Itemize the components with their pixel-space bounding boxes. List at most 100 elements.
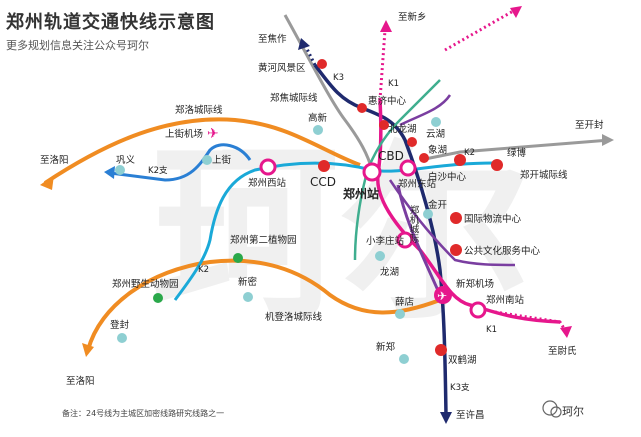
label-shangjie-airport: 上街机场 (165, 128, 203, 140)
label-xinmi: 新密 (238, 276, 258, 288)
line-k1-dotted-ne (444, 8, 516, 52)
dir-jiaozuo: 至焦作 (258, 33, 287, 45)
arrow-icon (104, 166, 115, 179)
label-line-k2c: K2 (198, 265, 209, 275)
dir-xinxiang: 至新乡 (398, 11, 427, 23)
station-hub[interactable] (259, 158, 277, 176)
label-xinzheng: 新郑 (376, 341, 396, 353)
station-dot-teal (399, 354, 409, 364)
airport-icon: ✈ (437, 289, 447, 303)
label-huiji: 惠济中心 (368, 95, 407, 107)
label-zhiwuyuan: 郑州第二植物园 (230, 234, 297, 246)
line-k1-dotted-s (494, 310, 567, 331)
station-dot-teal (423, 209, 433, 219)
label-guoji: 国际物流中心 (464, 213, 522, 225)
line-24 (353, 79, 441, 261)
label-xiedian: 薛店 (395, 296, 414, 308)
label-zhengzhouxi: 郑州西站 (248, 177, 287, 189)
airport-icon[interactable] (434, 286, 452, 304)
label-line-k3a: K3 (333, 73, 344, 83)
arrow-icon (560, 326, 572, 338)
label-xianghu: 象湖 (428, 144, 447, 156)
line-zhengkai (419, 138, 611, 162)
station-dot[interactable] (491, 159, 503, 171)
station-dot[interactable] (454, 154, 466, 166)
label-gonggong: 公共文化服务中心 (464, 245, 541, 257)
station-dot-teal (117, 333, 127, 343)
label-beilonghu: 北龙湖 (388, 123, 417, 135)
label-dongwuyuan: 郑州野生动物园 (112, 278, 179, 290)
label-line-k2b: K2支 (148, 165, 168, 176)
line-zhengluo (43, 117, 361, 185)
label-zhengzhou: 郑州站 (343, 186, 379, 201)
station-dot-teal (431, 117, 441, 127)
arrow-icon (440, 412, 452, 424)
line-k3 (313, 63, 448, 416)
label-ccd: CCD (310, 175, 336, 189)
station-dot[interactable] (379, 120, 389, 130)
label-line-zhengluo: 郑洛城际线 (175, 104, 223, 116)
station-dot[interactable] (318, 160, 330, 172)
label-shangjie: 上街 (212, 154, 232, 166)
footnote: 备注：24号线为主城区加密线路研究线路之一 (62, 409, 225, 418)
brand-label: 珂尔 (562, 405, 584, 418)
station-dot-teal (395, 309, 405, 319)
station-hub[interactable] (396, 231, 414, 249)
label-jichang: 新郑机场 (456, 278, 494, 290)
dir-xuchang: 至许昌 (456, 409, 485, 421)
line-k3-dotted (303, 44, 317, 66)
station-dot-teal (375, 251, 385, 261)
label-line-k2a: K2 (464, 148, 475, 158)
label-shuanghehu: 双鹤湖 (448, 354, 477, 366)
label-dengfeng: 登封 (110, 319, 130, 331)
airport-icon: ✈ (207, 126, 219, 142)
station-dot-teal (313, 125, 323, 135)
arrow-icon (298, 38, 310, 50)
dir-luoyang-w: 至洛阳 (40, 154, 69, 166)
label-line-zhengjiao: 郑焦城际线 (270, 92, 318, 104)
wechat-icon (542, 400, 558, 416)
label-line-k1b: K1 (486, 325, 497, 335)
label-gaoxin: 高新 (308, 112, 328, 124)
station-dot-teal (233, 253, 243, 263)
station-hub[interactable] (362, 162, 382, 182)
wechat-icon (550, 406, 562, 418)
arrow-icon (510, 6, 522, 18)
station-dot[interactable] (450, 244, 462, 256)
station-dot[interactable] (317, 59, 327, 69)
arrow-icon (380, 20, 392, 32)
label-yunhu: 云湖 (426, 129, 445, 140)
label-line-jideng: 机登洛城际线 (265, 311, 323, 323)
dir-luoyang-sw: 至洛阳 (66, 375, 95, 387)
line-k1-dotted-n (378, 29, 387, 101)
label-jinkai: 金开 (428, 199, 448, 211)
station-dot-teal (202, 155, 212, 165)
station-dot-teal (243, 292, 253, 302)
label-huanghe: 黄河风景区 (258, 62, 306, 74)
label-line-zhengkai: 郑开城际线 (520, 169, 568, 181)
station-dot[interactable] (450, 212, 462, 224)
page-title: 郑州轨道交通快线示意图 (6, 12, 215, 33)
station-dot[interactable] (435, 344, 447, 356)
station-dot[interactable] (407, 137, 417, 147)
label-baisha: 白沙中心 (428, 171, 467, 183)
arrow-icon (602, 134, 614, 146)
label-longhu: 龙湖 (380, 266, 399, 278)
label-zhengzhoudong: 郑州东站 (398, 178, 437, 190)
station-dot[interactable] (419, 153, 429, 163)
label-xiaolizhuang: 小李庄站 (366, 235, 405, 247)
station-dot[interactable] (357, 103, 367, 113)
label-line-zhengji: 郑机城际 (408, 204, 420, 244)
station-dot-teal (153, 293, 163, 303)
station-hub[interactable] (399, 159, 417, 177)
station-hub[interactable] (469, 301, 487, 319)
arrow-icon (82, 343, 94, 357)
dir-weishi: 至尉氏 (548, 345, 577, 357)
line-jideng (86, 258, 441, 351)
watermark: 珂尔 (150, 124, 530, 345)
line-k2-branch (109, 143, 252, 182)
label-lvbo: 绿博 (507, 147, 527, 159)
station-dot-teal (115, 165, 125, 175)
